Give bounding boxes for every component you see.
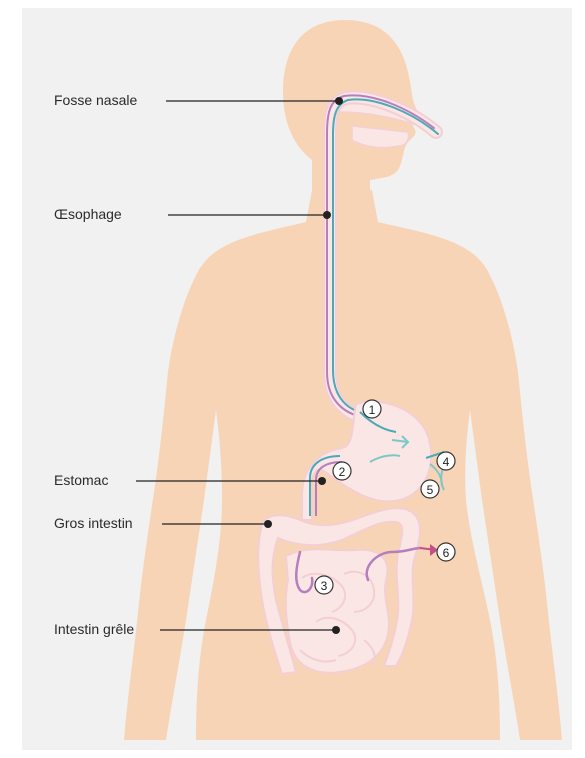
svg-text:1: 1 bbox=[369, 403, 376, 417]
marker-4: 4 bbox=[437, 452, 455, 470]
marker-5: 5 bbox=[421, 480, 439, 498]
marker-6: 6 bbox=[437, 543, 455, 561]
marker-3: 3 bbox=[315, 576, 333, 594]
marker-1: 1 bbox=[363, 400, 381, 418]
svg-text:6: 6 bbox=[443, 546, 450, 560]
label-gros-intestin: Gros intestin bbox=[54, 515, 133, 531]
marker-2: 2 bbox=[333, 462, 351, 480]
label-oesophage: Œsophage bbox=[54, 206, 122, 222]
label-estomac: Estomac bbox=[54, 472, 108, 488]
svg-text:2: 2 bbox=[339, 465, 346, 479]
label-fosse-nasale: Fosse nasale bbox=[54, 92, 137, 108]
label-intestin-grele: Intestin grêle bbox=[54, 621, 134, 637]
svg-text:5: 5 bbox=[427, 483, 434, 497]
small-intestine bbox=[286, 549, 389, 673]
svg-text:4: 4 bbox=[443, 455, 450, 469]
svg-text:3: 3 bbox=[321, 579, 328, 593]
